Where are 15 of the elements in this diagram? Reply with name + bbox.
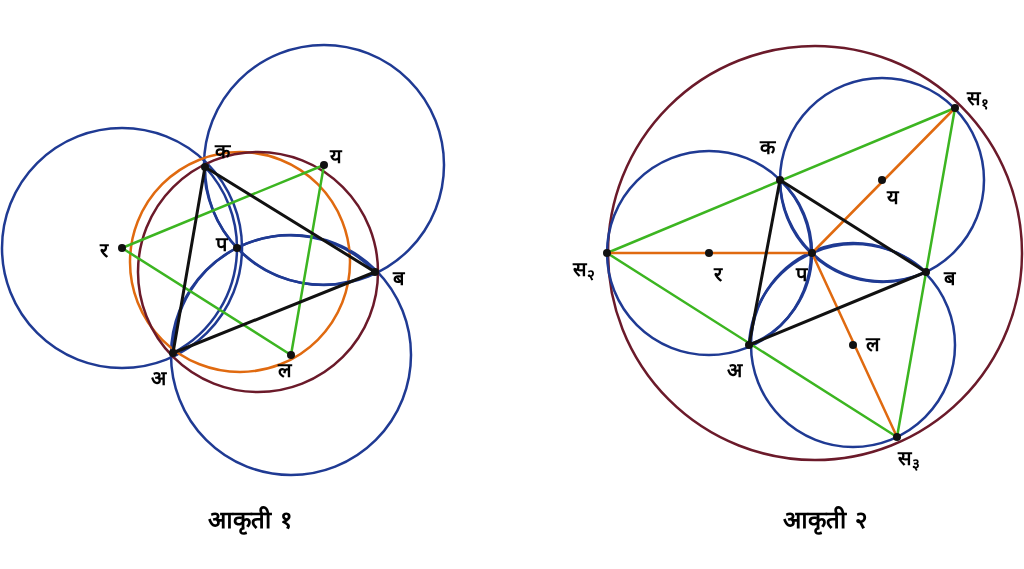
point-label: स$_{२}$ <box>573 259 595 279</box>
point-label: अ <box>726 360 742 380</box>
point-label: क <box>759 137 775 157</box>
point-label: ल <box>278 360 292 380</box>
point-label: ल <box>866 334 880 354</box>
point-label: प <box>795 264 807 284</box>
point-label: प <box>215 234 227 254</box>
point-label: ब <box>392 268 404 288</box>
point-label: र <box>714 264 722 284</box>
point-label: अ <box>150 368 166 388</box>
point-label: य <box>887 187 899 207</box>
point-label: य <box>330 146 342 166</box>
point-label: स$_{१}$ <box>967 88 989 108</box>
point-label: ब <box>943 268 955 288</box>
point-label: र <box>100 240 108 260</box>
